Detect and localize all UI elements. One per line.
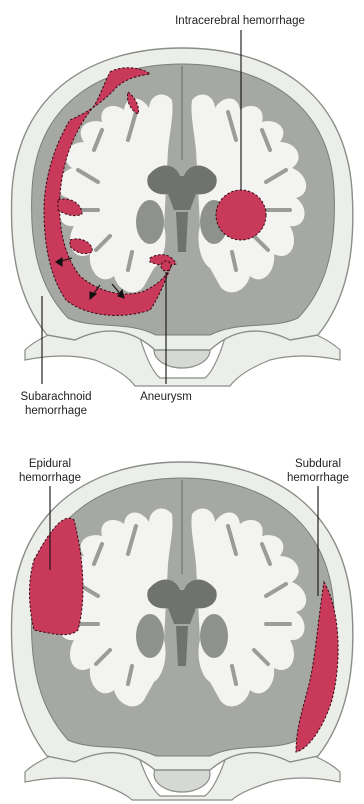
aneurysm: [161, 261, 171, 271]
bottom-brain-section: [11, 462, 352, 800]
top-deep-gray-left: [136, 200, 164, 244]
top-brain-section: [11, 48, 352, 386]
subarachnoid-label-line1: Subarachnoid: [21, 391, 92, 403]
intracerebral-label: Intracerebral hemorrhage: [175, 15, 305, 27]
bottom-deep-gray-right: [200, 614, 228, 658]
epidural-label-line2: hemorrhage: [19, 472, 81, 484]
subdural-label-line1: Subdural: [295, 458, 341, 470]
bottom-third-ventricle: [176, 626, 188, 666]
intracerebral-hemorrhage: [216, 190, 266, 240]
subdural-label-line2: hemorrhage: [287, 472, 349, 484]
epidural-label-line1: Epidural: [29, 458, 71, 470]
top-third-ventricle: [176, 212, 188, 252]
aneurysm-label: Aneurysm: [140, 391, 192, 403]
bottom-deep-gray-left: [136, 614, 164, 658]
subarachnoid-label-line2: hemorrhage: [25, 405, 87, 417]
